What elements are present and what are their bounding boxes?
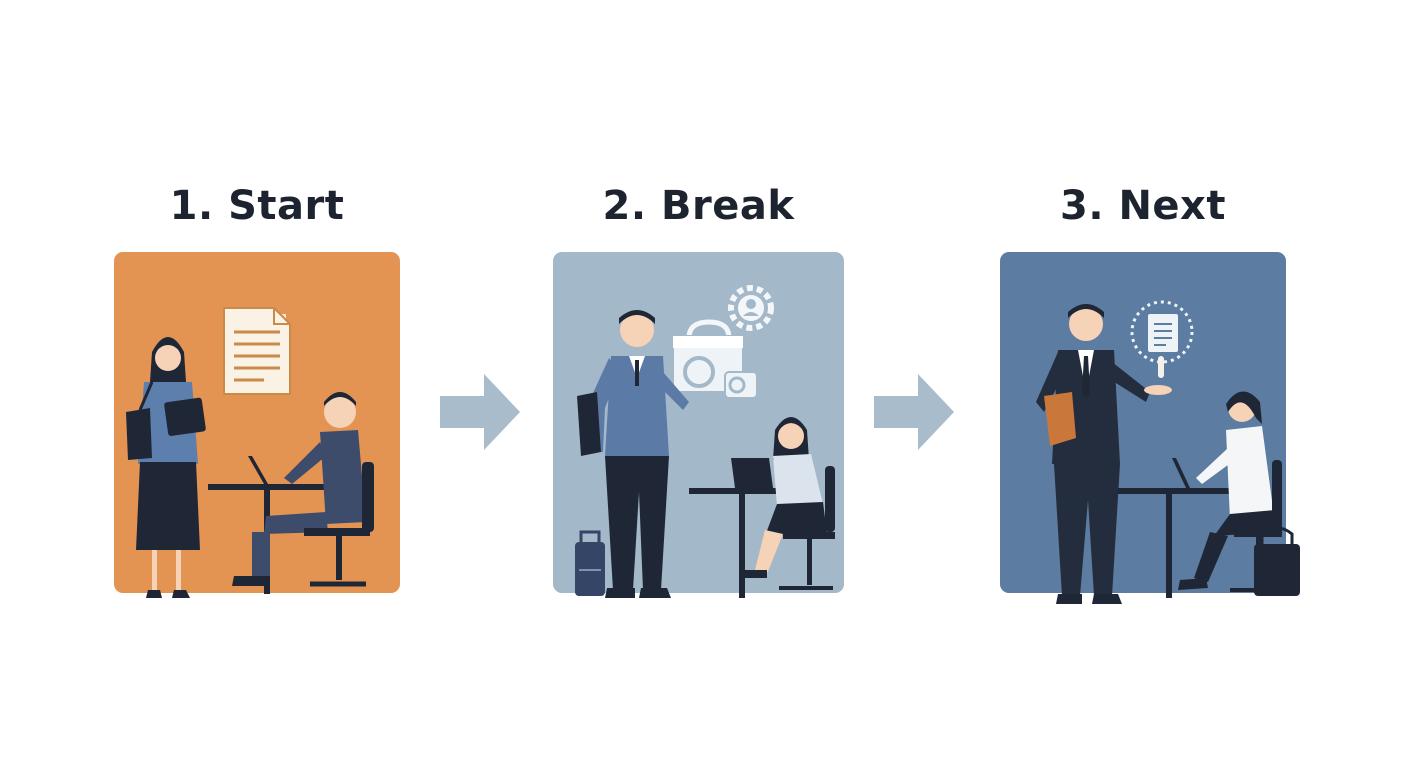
step-3-panel: [1000, 252, 1300, 604]
step-2-illustration: [575, 285, 835, 598]
camera-bag-icon: [672, 319, 758, 399]
standing-woman-figure: [126, 337, 206, 598]
step-1-panel: [114, 252, 400, 598]
flow-arrow-2: [874, 374, 954, 450]
suited-man-figure: [1036, 304, 1172, 604]
step-2-title: 2. Break: [602, 183, 795, 229]
step-3-illustration: [1036, 300, 1300, 604]
desk: [1118, 458, 1230, 598]
seated-man-figure: [232, 392, 374, 587]
document-ring-icon: [1130, 300, 1194, 378]
step-1-illustration: [126, 307, 374, 598]
standing-man-figure: [577, 310, 689, 598]
step-3-title: 3. Next: [1060, 183, 1226, 229]
desk: [689, 458, 801, 598]
document-stack-icon: [223, 307, 291, 395]
seated-woman-figure: [743, 417, 835, 590]
tote-bag-icon: [1254, 526, 1300, 596]
step-2-panel: [553, 252, 844, 598]
rolling-bag-icon: [575, 530, 605, 596]
seated-woman-figure: [1178, 391, 1284, 592]
step-1-title: 1. Start: [169, 183, 345, 229]
flow-arrow-1: [440, 374, 520, 450]
gear-person-icon: [728, 285, 774, 331]
